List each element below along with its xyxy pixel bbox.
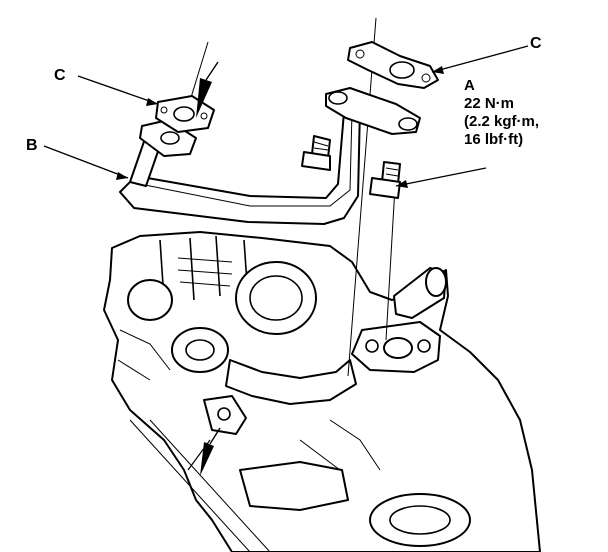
torque-line-2: (2.2 kgf·m, (464, 113, 539, 130)
label-b: B (26, 137, 38, 154)
label-c-right: C (530, 35, 542, 52)
leader-lines (43, 45, 529, 188)
torque-line-3: 16 lbf·ft) (464, 131, 523, 148)
engine-block (103, 231, 541, 552)
gasket-icon (347, 41, 439, 89)
label-a: A (464, 77, 475, 94)
label-c-left: C (54, 67, 66, 84)
bolt-icon (301, 135, 331, 171)
right-flange (325, 87, 421, 135)
arrow-icon (187, 427, 221, 476)
arrow-icon (196, 61, 219, 118)
torque-line-1: 22 N·m (464, 95, 514, 112)
bolt-icon (369, 161, 401, 199)
